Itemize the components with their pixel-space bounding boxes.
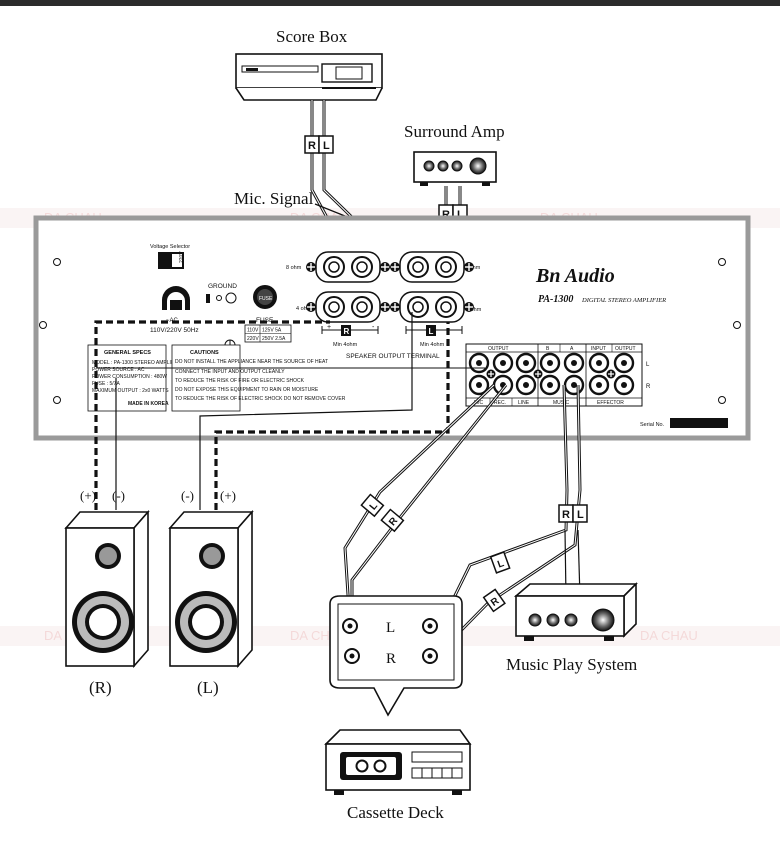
speaker-l-minus: (-) [181,488,194,503]
made-in-label: MADE IN KOREA [128,401,169,407]
terminal-l-badge: L [429,327,434,336]
caution-line: TO REDUCE THE RISK OF FIRE OR ELECTRIC S… [175,378,305,384]
general-specs-title: GENERAL SPECS [104,350,151,356]
cautions-box: CAUTIONS DO NOT INSTALL THE APPLIANCE NE… [171,344,346,412]
ground-label: GROUND [208,283,237,290]
cautions-title: CAUTIONS [190,350,219,356]
score-box-plug-l: L [318,135,334,154]
voltage-selector-switch[interactable]: 220V [158,251,185,269]
cassette-deck-device [324,729,472,795]
ground-screw[interactable] [206,294,210,303]
rec-plug-r: R [380,508,405,533]
plug-r-label: R [442,209,450,221]
general-specs-box: GENERAL SPECS MODEL : PA-1300 STEREO AMP… [87,344,183,412]
rec-plug-l: L [360,493,385,518]
music-play-system-label: Music Play System [506,655,637,674]
music-plug-r: R [558,504,574,523]
plug-l-label: L [496,558,506,570]
speaker-r [64,509,150,669]
caution-line: TO REDUCE THE RISK OF ELECTRIC SHOCK DO … [175,396,346,402]
brand-logo: Bn Audio [535,265,615,287]
ac-inlet [162,286,190,310]
speaker-l-label: (L) [197,678,219,697]
fuse-holder[interactable]: FUSE [253,285,277,309]
rec-label: REC. [494,400,506,406]
fuse-row1-rating: 125V 5A [262,328,282,334]
plug-r-label: R [308,140,316,152]
voltage-value: 220V [179,251,185,263]
speaker-terminals: 8 ohm 4 ohm 8 ohm 4 ohm [286,251,482,360]
ohm-8-left: 8 ohm [286,265,302,271]
caution-line: DO NOT EXPOSE THIS EQUIPMENT TO RAIN OR … [175,387,319,393]
l-side-label: L [646,362,650,368]
score-box-device [235,53,383,101]
score-box-plug-r: R [304,135,320,154]
ohm-4-right: 4 ohm [466,307,482,313]
mic-signal-label: Mic. Signal [234,189,314,208]
speaker-l [168,509,254,669]
a-label: A [570,346,574,352]
speaker-r-minus: (-) [112,488,125,503]
b-label: B [546,346,550,352]
cassette-plug-l: L [489,551,511,574]
surround-amp-device [413,151,497,186]
model-description: DIGITAL STEREO AMPLIFIER [581,297,666,304]
top-bar [0,0,780,6]
score-box-label: Score Box [276,27,348,46]
spec-line: POWER SOURCE : AC [92,367,145,373]
spec-line: MODEL : PA-1300 STEREO AMPLIFIER [92,360,183,366]
effector-label: EFFECTOR [597,400,624,406]
speaker-l-plus: (+) [220,488,236,503]
music-plug-l: L [572,504,588,523]
fuse-row2-voltage: 220V [247,336,259,342]
terminal-plus: + [327,324,331,331]
music-play-system-device [513,582,638,641]
spec-line: FUSE : 5/7A [92,381,120,387]
min-4ohm-right: Min 4ohm [420,342,445,348]
deck-l-label: L [386,620,395,636]
cassette-plug-r: R [482,588,506,613]
ohm-4-left: 4 ohm [296,306,312,312]
voltage-selector-label: Voltage Selector [150,244,190,250]
speaker-r-plus: (+) [80,488,96,503]
serial-plate [670,418,728,428]
caution-line: CONNECT THE INPUT AND OUTPUT CLEANLY [175,369,285,375]
cassette-jack-callout: L R [329,595,463,717]
output-label: OUTPUT [488,346,509,352]
fuse-cap-label: FUSE [259,296,273,302]
ac-spec: 110V/220V 50Hz [150,327,199,334]
plug-l-label: L [577,509,584,521]
fuse-row2-rating: 250V 2.5A [262,336,286,342]
model-name: PA-1300 [538,294,573,305]
r-side-label: R [646,384,651,390]
terminal-r-badge: R [344,327,350,336]
plug-l-label: L [323,140,330,152]
caution-line: DO NOT INSTALL THE APPLIANCE NEAR THE SO… [175,359,328,365]
fuse-row1-voltage: 110V [247,328,259,334]
terminal-minus: - [372,324,375,331]
deck-r-label: R [386,651,396,667]
fuse-table: 110V 125V 5A 220V 250V 2.5A [244,324,292,343]
spec-line: POWER CONSUMPTION : 480W [92,374,167,380]
surround-amp-label: Surround Amp [404,122,505,141]
input-label: INPUT [591,346,606,352]
spec-line: MAXIMUM OUTPUT : 2x0 WATTS [92,388,169,394]
plug-l-label: L [457,209,464,221]
plug-l-label: L [368,501,380,513]
mic-label: MIC [474,400,484,406]
min-4ohm-left: Min 4ohm [333,342,358,348]
serial-label: Serial No. [640,422,665,428]
speaker-output-terminal-label: SPEAKER OUTPUT TERMINAL [346,353,440,360]
cassette-deck-label: Cassette Deck [347,803,444,822]
watermark-text: DA CHAU [640,628,698,643]
music-label: MUSIC [553,400,570,406]
speaker-r-label: (R) [89,678,112,697]
line-label: LINE [518,400,530,406]
plug-r-label: R [562,509,570,521]
output2-label: OUTPUT [615,346,636,352]
